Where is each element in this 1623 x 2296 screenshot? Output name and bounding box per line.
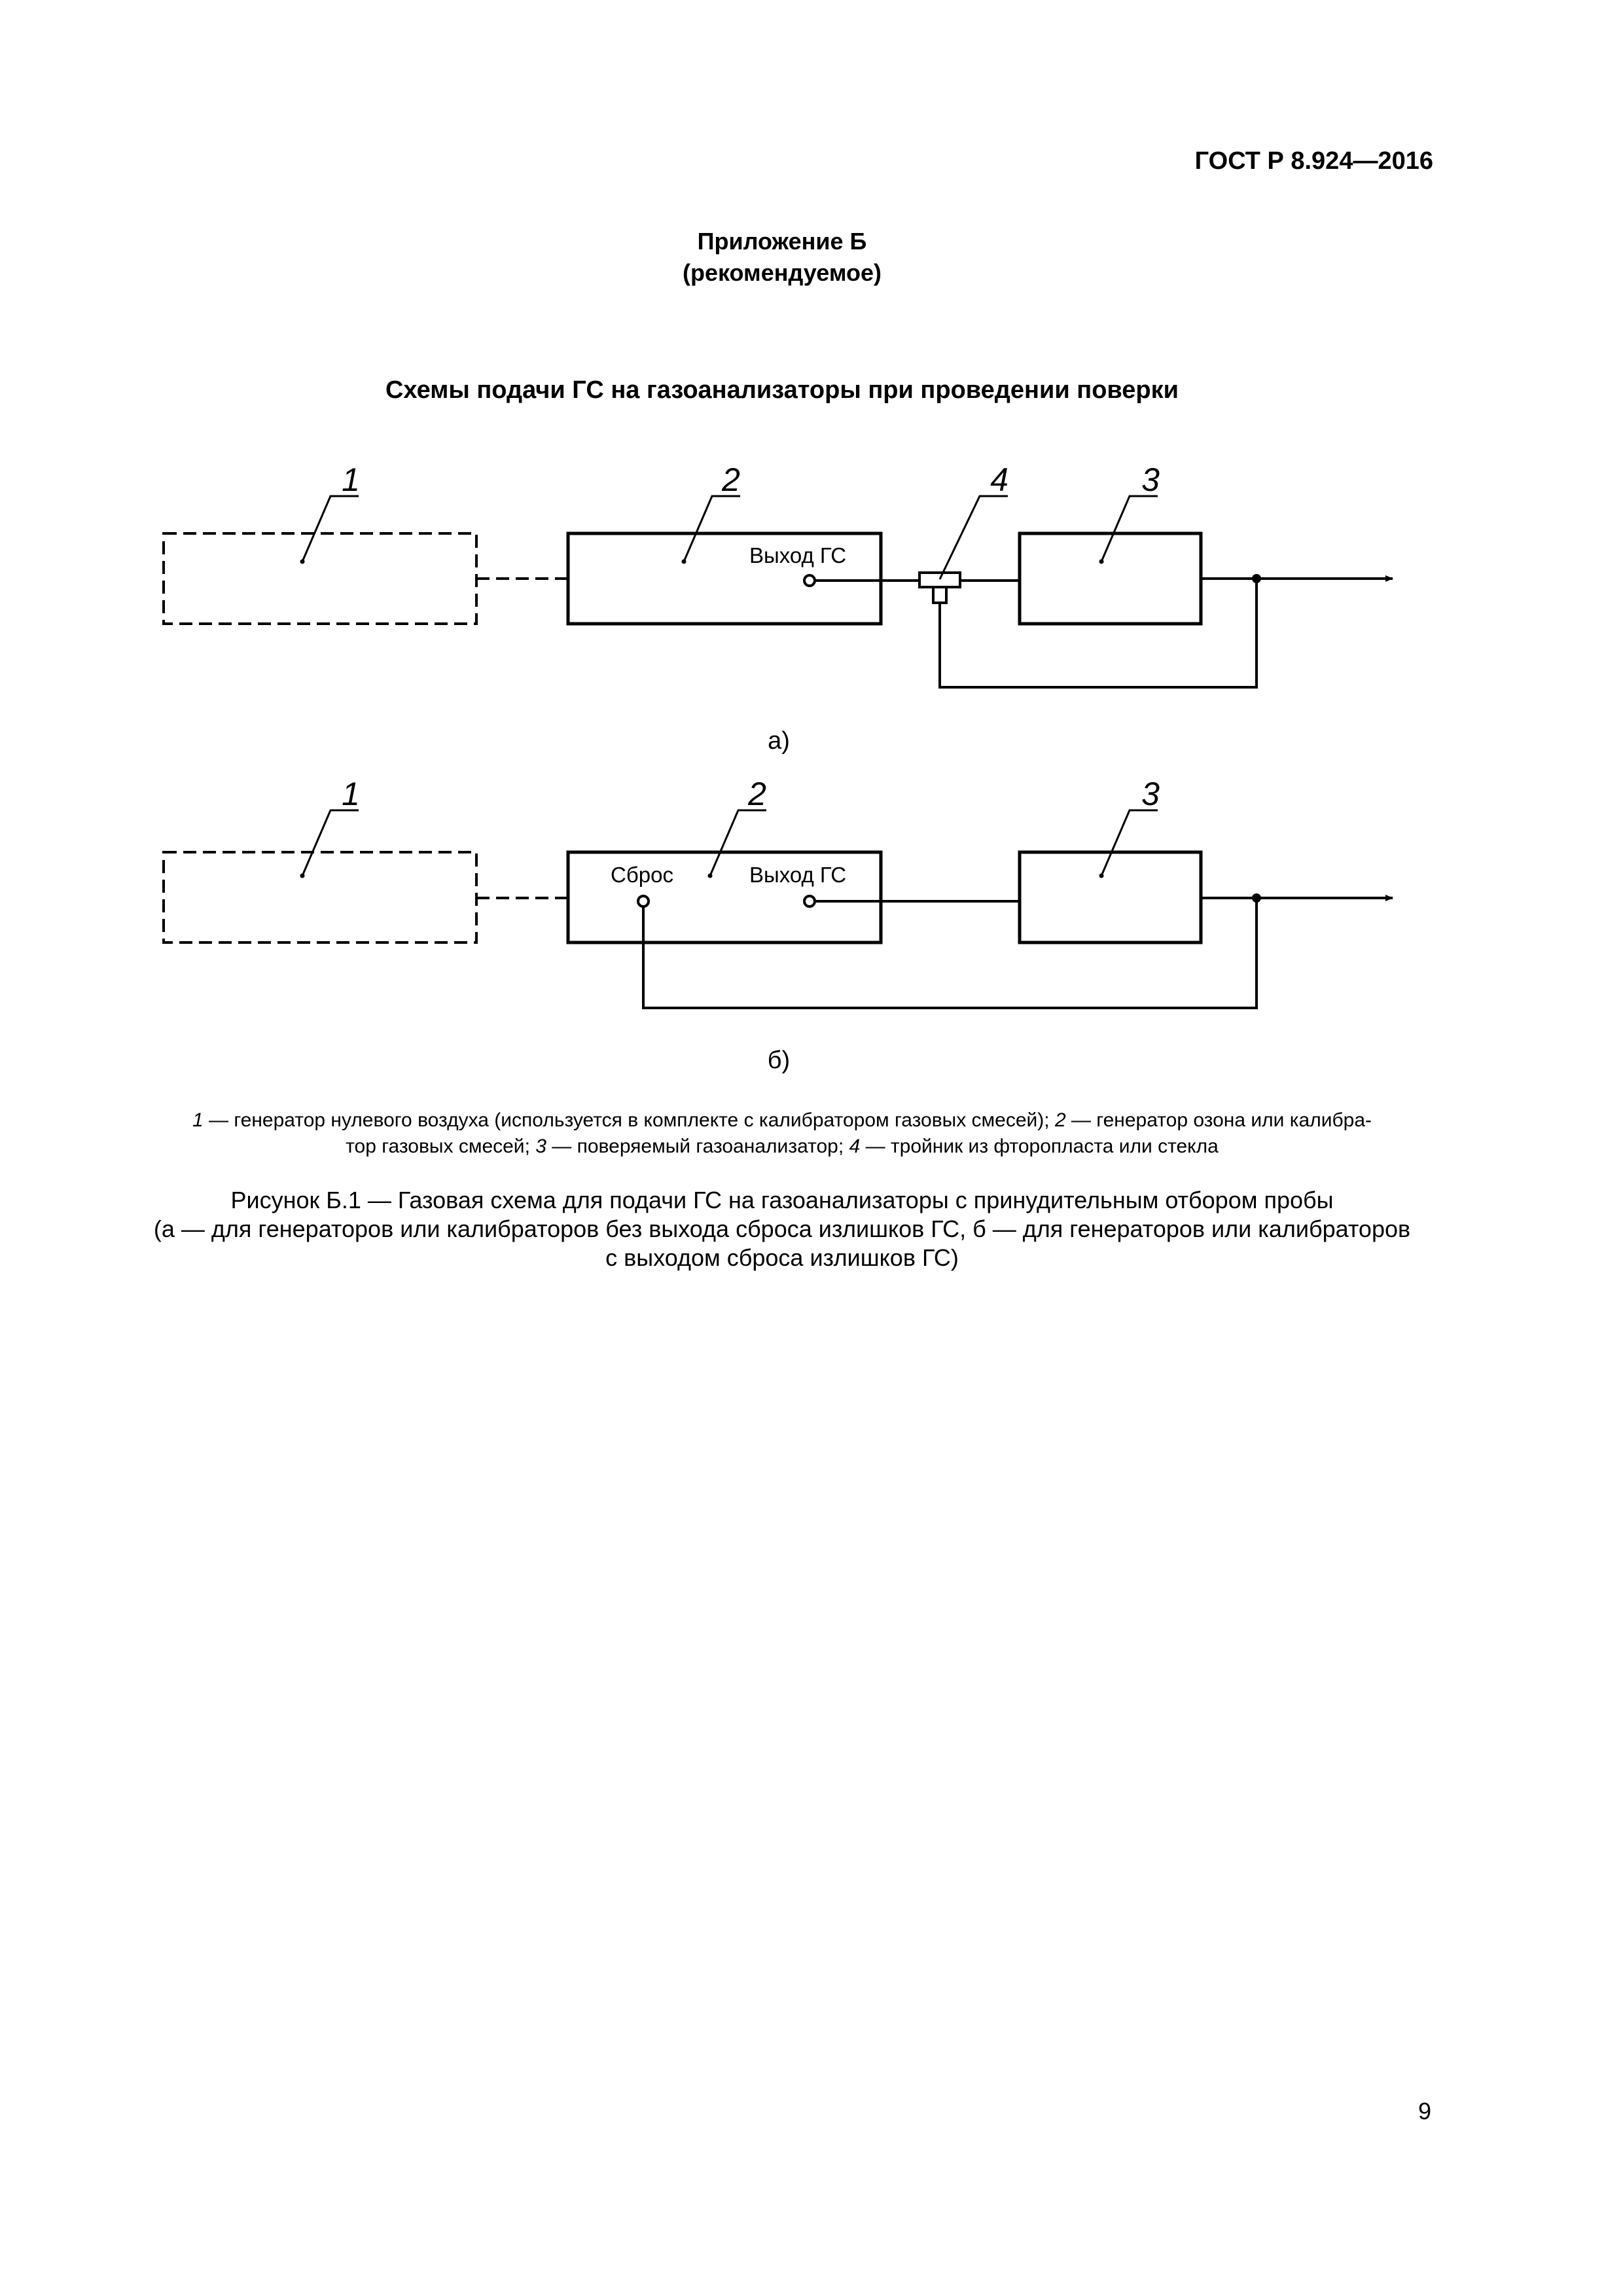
- legend-num-3: 3: [535, 1136, 546, 1157]
- label-1-a: 1: [342, 461, 360, 498]
- document-code: ГОСТ Р 8.924—2016: [1194, 147, 1433, 175]
- legend-line-1: 1 — генератор нулевого воздуха (использу…: [192, 1109, 1372, 1131]
- caption-a: а): [768, 727, 790, 755]
- diagram-b: 1 2 3 Сброс Выход ГС б): [162, 776, 1393, 1074]
- caption-line-1: Рисунок Б.1 — Газовая схема для подачи Г…: [230, 1187, 1334, 1213]
- block-2-b: [566, 850, 883, 944]
- figure-legend: 1 — генератор нулевого воздуха (использу…: [118, 1107, 1446, 1160]
- label-2-a: 2: [721, 461, 740, 498]
- block-1-b: [162, 851, 478, 944]
- caption-b: б): [768, 1047, 790, 1074]
- caption-line-3: с выходом сброса излишков ГС): [605, 1244, 959, 1271]
- appendix-heading: Приложение Б (рекомендуемое): [0, 226, 1564, 289]
- label-2-b: 2: [747, 776, 766, 812]
- legend-num-2: 2: [1054, 1109, 1066, 1131]
- output-port-b: [803, 895, 816, 908]
- appendix-status: (рекомендуемое): [683, 259, 882, 286]
- legend-num-4: 4: [849, 1136, 861, 1157]
- figure-caption: Рисунок Б.1 — Газовая схема для подачи Г…: [111, 1186, 1453, 1272]
- label-3-b: 3: [1141, 776, 1160, 812]
- diagram-a: 1 2 4 3 Выход ГС а): [162, 461, 1393, 755]
- bypass-line-a: [938, 579, 1258, 689]
- tee-fitting: [918, 571, 961, 604]
- label-4-a: 4: [990, 461, 1008, 498]
- port-out-label-a: Выход ГС: [749, 543, 846, 567]
- block-3-b: [1018, 850, 1203, 944]
- page-number: 9: [1418, 2098, 1431, 2125]
- port-vent-label-b: Сброс: [611, 863, 673, 887]
- caption-line-2: (а — для генераторов или калибраторов бе…: [153, 1215, 1411, 1242]
- output-port-a: [803, 574, 816, 587]
- section-title: Схемы подачи ГС на газоанализаторы при п…: [385, 376, 1179, 404]
- label-3-a: 3: [1141, 461, 1160, 498]
- port-out-label-b: Выход ГС: [749, 863, 846, 887]
- vent-port-b: [637, 895, 650, 908]
- block-1-a: [162, 532, 478, 625]
- label-1-b: 1: [342, 776, 360, 812]
- appendix-name: Приложение Б: [697, 228, 867, 255]
- return-line-b: [642, 898, 1258, 1009]
- block-3-a: [1018, 531, 1203, 626]
- block-2-a: [566, 531, 883, 626]
- schematics: 1 2 4 3 Выход ГС а) 1 2 3 Сброс Выход ГС…: [162, 461, 1393, 1074]
- legend-num-1: 1: [192, 1109, 204, 1131]
- legend-line-2: тор газовых смесей; 3 — поверяемый газоа…: [346, 1136, 1219, 1157]
